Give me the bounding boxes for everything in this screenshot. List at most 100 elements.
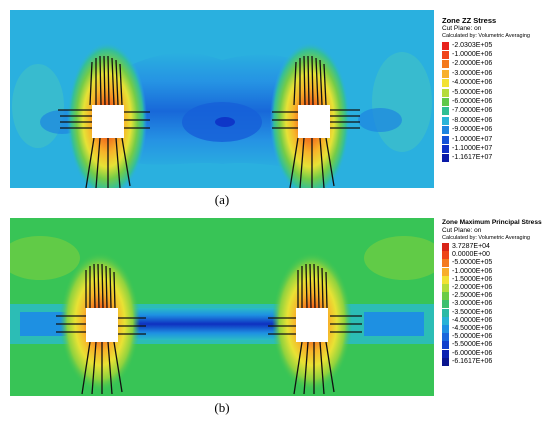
- legend-entry: -9.0000E+06: [442, 126, 548, 135]
- legend-swatch: [442, 154, 449, 163]
- legend-label: -5.0000E+06: [452, 333, 493, 341]
- legend-label: -1.0000E+07: [452, 135, 493, 143]
- legend-label: -2.0000E+06: [452, 284, 493, 292]
- legend-entry: -8.0000E+06: [442, 116, 548, 125]
- legend-entry: -2.0000E+06: [442, 284, 550, 293]
- legend-entry: -2.0303E+05: [442, 41, 548, 50]
- legend-entry: -2.5000E+06: [442, 292, 550, 301]
- legend-swatch: [442, 107, 449, 116]
- legend-label: -5.0000E+06: [452, 88, 493, 96]
- legend-cut-plane: Cut Plane: on: [442, 25, 482, 32]
- legend-swatch: [442, 126, 449, 135]
- legend-label: -2.0000E+06: [452, 60, 493, 68]
- legend-swatch: [442, 333, 449, 342]
- legend-swatch: [442, 51, 449, 60]
- legend-entry: -7.0000E+06: [442, 107, 548, 116]
- legend-label: -1.0000E+06: [452, 51, 493, 59]
- legend-entry: -6.0000E+06: [442, 97, 548, 107]
- legend-label: 3.7287E+04: [452, 243, 490, 251]
- pile-cap-left: [92, 105, 124, 138]
- panel-b: Zone Maximum Principal Stress Cut Plane:…: [0, 210, 550, 421]
- panel-a: Zone ZZ Stress Cut Plane: on Calculated …: [0, 0, 550, 210]
- contour-plot-b: [10, 218, 434, 396]
- legend-swatch: [442, 251, 449, 260]
- legend-label: -5.5000E+06: [452, 341, 493, 349]
- pile-cap-left: [86, 308, 118, 342]
- legend-label: -6.1617E+06: [452, 357, 493, 365]
- pile-cap-right: [298, 105, 330, 138]
- legend-entries: -2.0303E+05 -1.0000E+06-2.0000E+06-3.0000…: [442, 41, 548, 163]
- legend-label: -4.0000E+06: [452, 79, 493, 87]
- legend-swatch: [442, 357, 449, 366]
- legend-label: -7.0000E+06: [452, 107, 493, 115]
- legend-swatch: [442, 324, 449, 333]
- legend-swatch: [442, 116, 449, 125]
- legend-entry: 0.0000E+00: [442, 251, 550, 260]
- legend-swatch: [442, 135, 449, 144]
- legend-label: -6.0000E+06: [452, 98, 493, 106]
- contour-plot-a: [10, 10, 434, 188]
- legend-calc-note: Calculated by: Volumetric Averaging: [442, 235, 530, 241]
- legend-label: -1.5000E+06: [452, 275, 493, 283]
- pile-bundle-right: [272, 55, 360, 188]
- contour-svg-a: [10, 10, 434, 188]
- legend-entry: -6.1617E+06: [442, 357, 550, 366]
- legend-swatch: [442, 41, 449, 50]
- legend-label: -9.0000E+06: [452, 126, 493, 134]
- pile-bundle-left: [56, 263, 146, 395]
- legend-swatch: [442, 144, 449, 153]
- legend-label: -5.0000E+05: [452, 259, 493, 267]
- legend-swatch: [442, 284, 449, 293]
- legend-entry: -1.0000E+06: [442, 267, 550, 276]
- legend-swatch: [442, 69, 449, 78]
- zone-outer-left: [12, 64, 64, 148]
- legend-entry: -3.5000E+06: [442, 308, 550, 317]
- legend-label: -3.0000E+06: [452, 300, 493, 308]
- zone-band-right: [364, 312, 424, 336]
- pile-bundle-left: [58, 55, 150, 188]
- legend-swatch: [442, 300, 449, 309]
- legend-label: -1.1000E+07: [452, 144, 493, 152]
- legend-a: Zone ZZ Stress Cut Plane: on Calculated …: [442, 16, 548, 163]
- zone-outer-right: [364, 236, 434, 280]
- legend-entry: -4.0000E+06: [442, 316, 550, 325]
- pile-cap-right: [296, 308, 328, 342]
- legend-title: Zone ZZ Stress: [442, 16, 497, 25]
- legend-label: -3.0000E+06: [452, 69, 493, 77]
- legend-entry: -2.0000E+06: [442, 60, 548, 69]
- legend-entry: -1.0000E+06: [442, 50, 548, 60]
- legend-calc-note: Calculated by: Volumetric Averaging: [442, 33, 530, 39]
- caption-a: (a): [214, 192, 230, 207]
- legend-swatch: [442, 79, 449, 88]
- legend-label: -4.0000E+06: [452, 316, 493, 324]
- legend-label: -2.0303E+05: [452, 41, 493, 49]
- legend-entry: -1.1000E+07: [442, 144, 548, 153]
- legend-title: Zone Maximum Principal Stress: [442, 219, 542, 226]
- legend-label: -4.5000E+06: [452, 324, 493, 332]
- caption-b: (b): [214, 400, 230, 415]
- legend-swatch: [442, 341, 449, 350]
- legend-swatch: [442, 275, 449, 284]
- zone-outer-right: [372, 52, 432, 152]
- legend-swatch: [442, 308, 449, 317]
- legend-swatch: [442, 88, 449, 97]
- legend-swatch: [442, 98, 449, 107]
- zone-side-right: [358, 108, 402, 132]
- legend-swatch: [442, 292, 449, 301]
- legend-cut-plane: Cut Plane: on: [442, 227, 482, 234]
- legend-label: -1.1617E+07: [452, 154, 493, 162]
- legend-entry: -4.5000E+06: [442, 324, 550, 333]
- legend-swatch: [442, 349, 449, 358]
- legend-entry: -5.0000E+06: [442, 333, 550, 342]
- contour-svg-b: [10, 218, 434, 396]
- legend-entry: -5.5000E+06: [442, 341, 550, 350]
- legend-label: -1.0000E+06: [452, 267, 493, 275]
- legend-label: -3.5000E+06: [452, 308, 493, 316]
- legend-b: Zone Maximum Principal Stress Cut Plane:…: [442, 218, 550, 366]
- legend-entry: 3.7287E+04: [442, 243, 550, 252]
- zone-outer-left: [10, 236, 80, 280]
- legend-swatch: [442, 60, 449, 69]
- legend-swatch: [442, 259, 449, 268]
- legend-entry: -3.0000E+06: [442, 300, 550, 309]
